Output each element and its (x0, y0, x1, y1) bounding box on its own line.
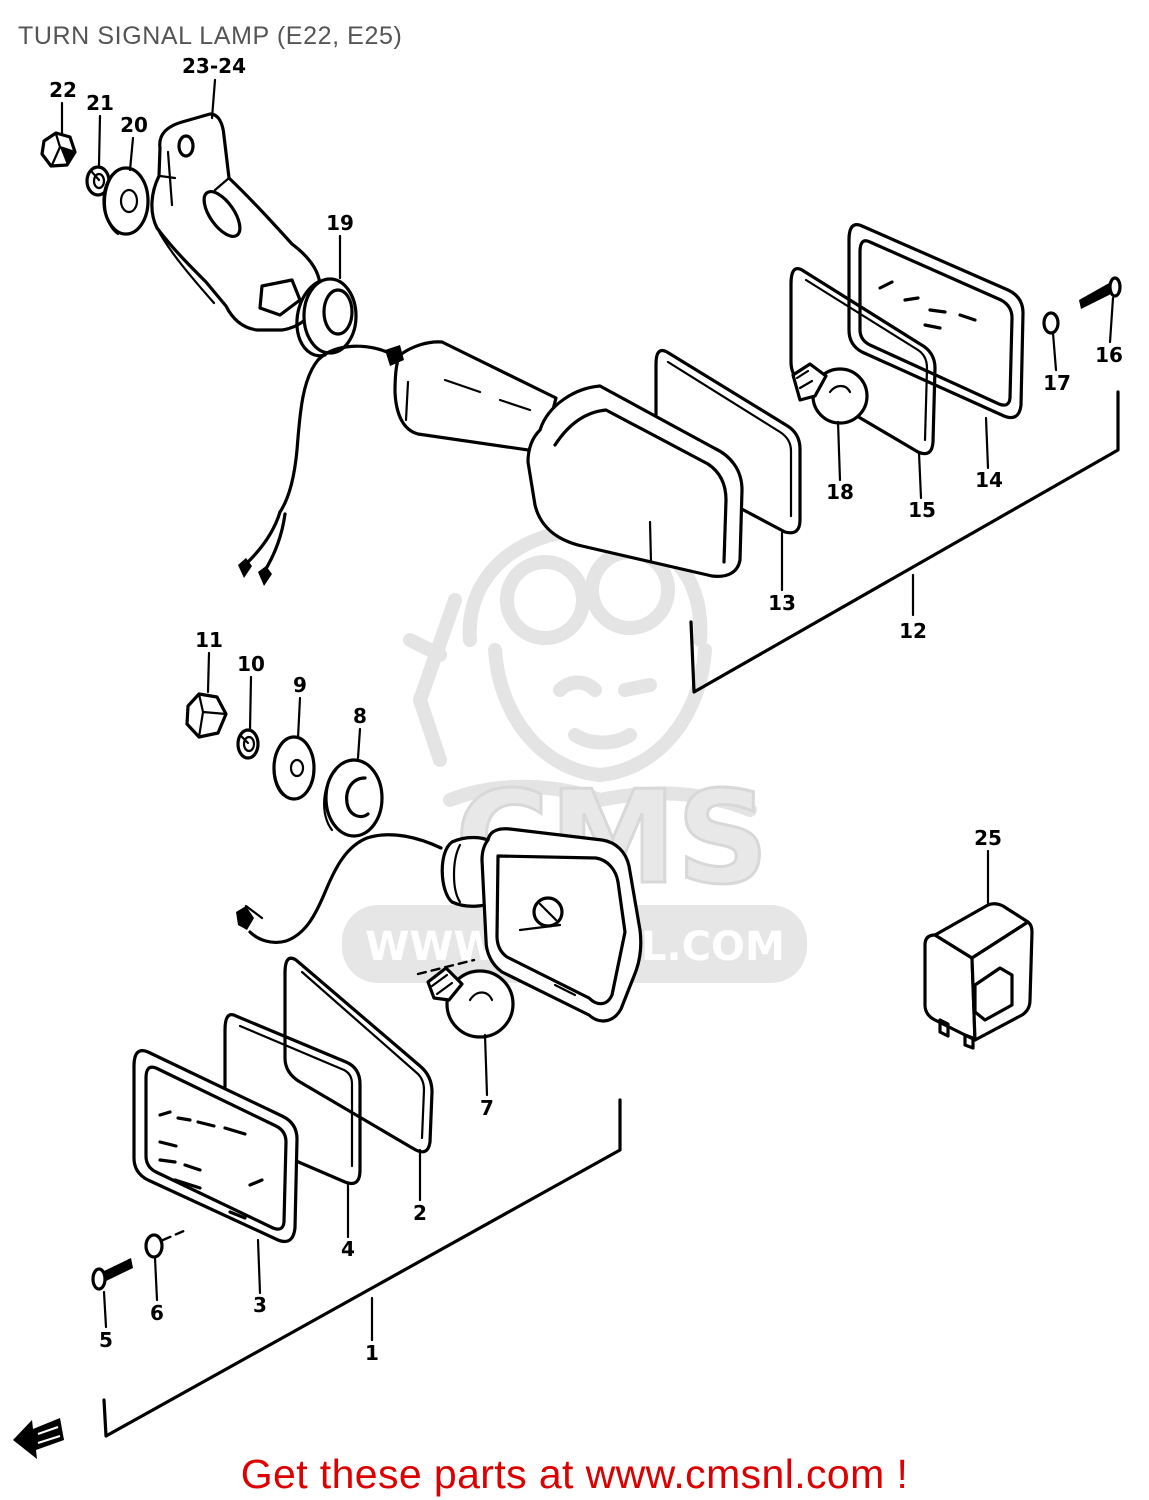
lower-lead-wire (236, 833, 443, 945)
part-16-screw (1079, 276, 1122, 309)
callout-1: 1 (365, 1341, 379, 1365)
diagram-title: TURN SIGNAL LAMP (E22, E25) (18, 22, 403, 50)
part-9-washer (272, 735, 316, 801)
part-14-lens (847, 223, 1025, 420)
part-17-washer (1042, 311, 1060, 335)
callout-10: 10 (237, 652, 265, 676)
callout-22: 22 (49, 78, 77, 102)
watermark-mascot-logo (403, 523, 757, 817)
callout-5: 5 (99, 1328, 113, 1352)
part-4-gasket (223, 1013, 362, 1186)
callout-16: 16 (1095, 343, 1123, 367)
callout-4: 4 (341, 1237, 355, 1261)
part-19-grommet (295, 277, 358, 358)
callout-23-24: 23-24 (182, 54, 246, 78)
front-direction-arrow-icon (13, 1418, 64, 1459)
callout-21: 21 (86, 91, 114, 115)
callout-6: 6 (150, 1301, 164, 1325)
part-6-washer (144, 1228, 188, 1259)
part-22-nut (40, 131, 77, 168)
callout-8: 8 (353, 704, 367, 728)
part-23-24-bracket (150, 112, 322, 332)
callout-9: 9 (293, 673, 307, 697)
part-15-gasket (789, 267, 937, 456)
footer-promo-text: Get these parts at www.cmsnl.com ! (240, 1451, 909, 1497)
part-25-relay (923, 902, 1034, 1050)
part-7-bulb (416, 958, 515, 1039)
part-3-lens (132, 1049, 299, 1244)
part-10-lock-washer (236, 728, 260, 760)
callout-17: 17 (1043, 371, 1071, 395)
callout-leader-lines (60, 78, 1115, 1342)
part-2-gasket (283, 956, 434, 1154)
callout-14: 14 (975, 468, 1003, 492)
callout-3: 3 (253, 1293, 267, 1317)
callout-12: 12 (899, 619, 927, 643)
part-5-screw (91, 1258, 133, 1291)
callout-11: 11 (195, 628, 223, 652)
callout-25: 25 (974, 826, 1002, 850)
callout-13: 13 (768, 591, 796, 615)
part-8-grommet (323, 758, 384, 838)
callout-18: 18 (826, 480, 854, 504)
callout-15: 15 (908, 498, 936, 522)
part-11-nut (185, 692, 228, 739)
turn-signal-housing-lower (440, 827, 643, 1023)
assembly-bracket-line-12 (689, 390, 1120, 694)
turn-signal-housing-upper (385, 340, 744, 578)
callout-7: 7 (480, 1096, 494, 1120)
callout-19: 19 (326, 211, 354, 235)
upper-lead-wire (238, 344, 395, 586)
part-20-washer (102, 166, 150, 236)
callout-2: 2 (413, 1201, 427, 1225)
callout-20: 20 (120, 113, 148, 137)
part-18-bulb (791, 362, 869, 425)
part-13-gasket (654, 348, 802, 535)
assembly-bracket-line-1 (102, 1098, 622, 1438)
